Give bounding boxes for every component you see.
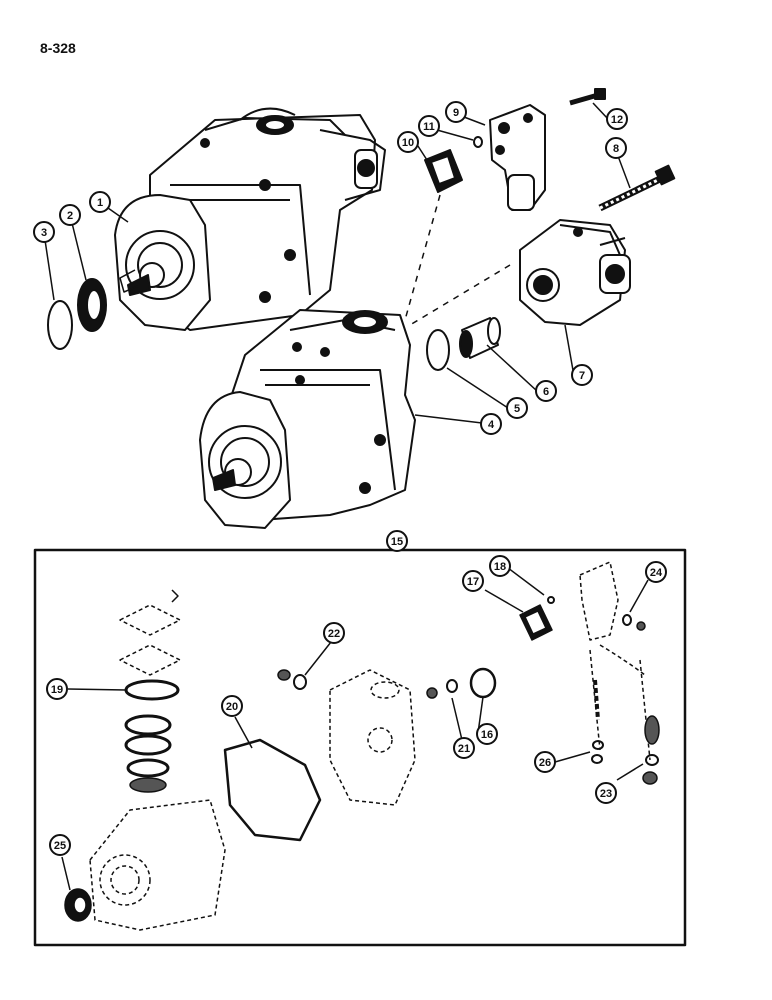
plug-22 <box>277 669 307 690</box>
callout-3: 3 <box>33 221 55 243</box>
hydraulic-pump-upper <box>114 107 386 331</box>
callout-12: 12 <box>606 108 628 130</box>
o-ring-24 <box>622 614 632 626</box>
callout-number: 19 <box>51 684 63 696</box>
callout-number: 17 <box>467 576 479 588</box>
callout-number: 23 <box>600 788 612 800</box>
callout-23: 23 <box>595 782 617 804</box>
callout-24: 24 <box>645 561 667 583</box>
callout-number: 18 <box>494 561 506 573</box>
callout-number: 6 <box>543 386 549 398</box>
gasket-17 <box>519 604 553 641</box>
callout-2: 2 <box>59 204 81 226</box>
housing-gasket-20 <box>223 738 322 842</box>
kit-pump-housing-outline <box>89 799 226 931</box>
callout-10: 10 <box>397 131 419 153</box>
snap-ring <box>47 300 73 350</box>
callout-number: 11 <box>423 121 435 133</box>
callout-19: 19 <box>46 678 68 700</box>
page-number: 8-328 <box>40 40 76 56</box>
shaft-seal-25 <box>64 888 92 922</box>
callout-number: 10 <box>402 137 414 149</box>
callout-26: 26 <box>534 751 556 773</box>
kit-callout-15: 15 <box>386 530 408 552</box>
callout-18: 18 <box>489 555 511 577</box>
hydraulic-pump-lower <box>199 309 416 529</box>
callout-17: 17 <box>462 570 484 592</box>
callout-8: 8 <box>605 137 627 159</box>
callout-number: 3 <box>41 227 47 239</box>
callout-number: 25 <box>54 840 66 852</box>
callout-22: 22 <box>323 622 345 644</box>
kit-valve-spool <box>592 679 660 785</box>
plug-24 <box>636 621 646 631</box>
cap-screw <box>569 88 606 106</box>
callout-20: 20 <box>221 695 243 717</box>
callout-number: 20 <box>226 701 238 713</box>
callout-number: 24 <box>650 567 663 579</box>
callout-1: 1 <box>89 191 111 213</box>
callout-number: 26 <box>539 757 551 769</box>
kit-bearing-stack <box>124 714 172 793</box>
valve-gasket <box>424 149 463 193</box>
small-o-ring-11 <box>473 136 483 148</box>
callout-9: 9 <box>445 101 467 123</box>
callout-4: 4 <box>480 413 502 435</box>
callout-number: 8 <box>613 143 619 155</box>
callout-5: 5 <box>506 397 528 419</box>
callout-11: 11 <box>418 115 440 137</box>
callout-number: 7 <box>579 370 585 382</box>
kit-fitting-21 <box>426 679 458 699</box>
callout-25: 25 <box>49 834 71 856</box>
o-ring-18 <box>547 596 555 604</box>
shaft-seal <box>77 278 107 332</box>
callout-21: 21 <box>453 737 475 759</box>
callout-number: 21 <box>458 743 470 755</box>
callout-number: 5 <box>514 403 520 415</box>
kit-valve-outline <box>579 561 651 761</box>
o-ring-26 <box>591 754 603 764</box>
callout-number: 4 <box>488 419 495 431</box>
kit-end-cover-outline <box>329 669 416 806</box>
o-ring-19 <box>124 679 180 701</box>
callout-16: 16 <box>476 723 498 745</box>
callout-number: 1 <box>97 197 103 209</box>
seal-kit-frame <box>33 548 687 947</box>
callout-number: 16 <box>481 729 493 741</box>
callout-number: 9 <box>453 107 459 119</box>
callout-number: 2 <box>67 210 73 222</box>
kit-gaskets-stack <box>119 589 181 676</box>
callout-number: 22 <box>328 628 340 640</box>
callout-6: 6 <box>535 380 557 402</box>
callout-number: 12 <box>611 114 623 126</box>
valve-body <box>489 104 546 211</box>
coupling <box>459 317 501 359</box>
callout-7: 7 <box>571 364 593 386</box>
o-ring-16 <box>469 667 497 699</box>
o-ring-5 <box>426 329 450 371</box>
gear-pump <box>519 219 631 326</box>
long-bolt <box>598 164 676 212</box>
callout-number: 15 <box>391 536 403 548</box>
